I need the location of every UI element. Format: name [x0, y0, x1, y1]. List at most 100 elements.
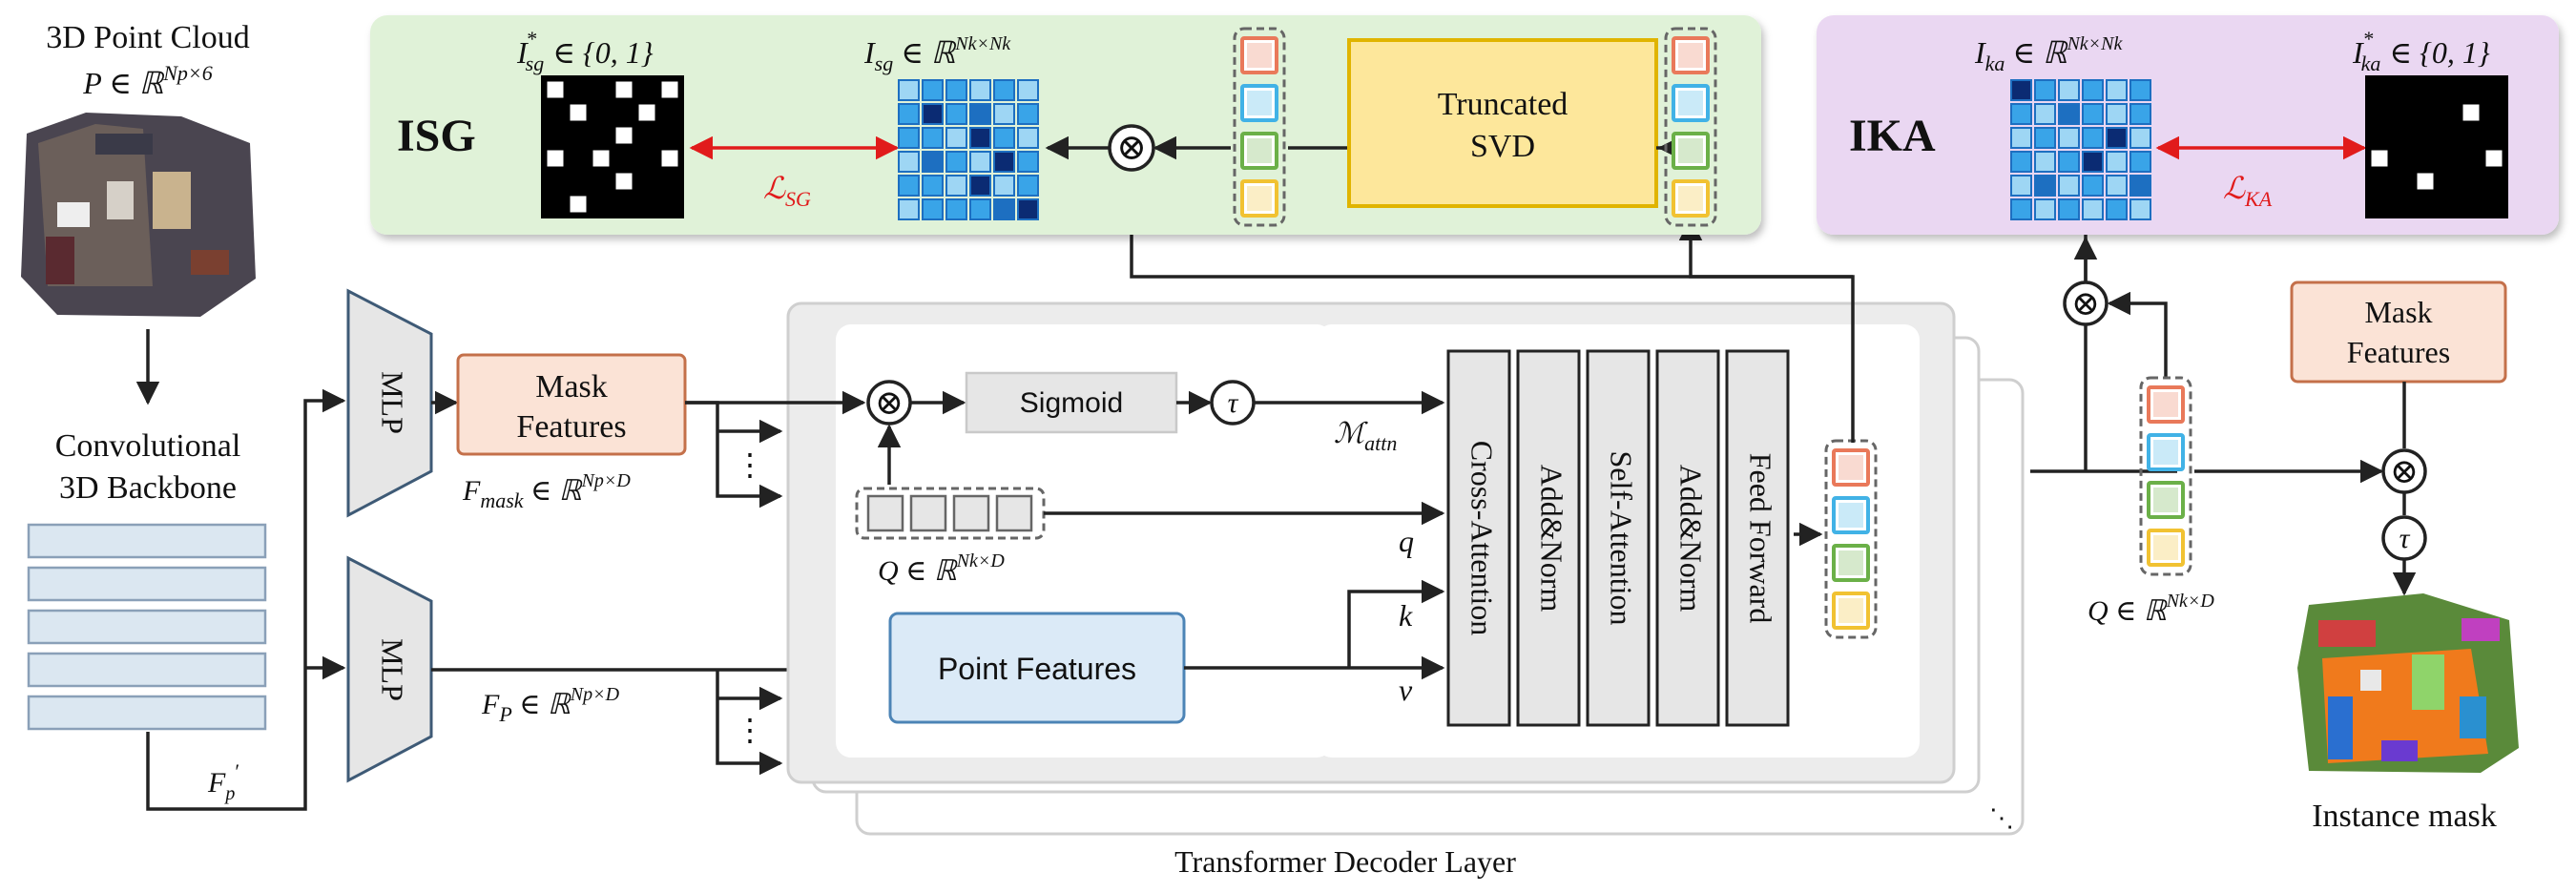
matrix-cell: [592, 103, 611, 122]
otimes-ika-symbol: ⊗: [2071, 284, 2100, 322]
matrix-cell: [660, 172, 679, 191]
decoder-block-rect: [1446, 349, 1511, 727]
query-token-fill: [1839, 550, 1863, 575]
matrix-cell: [614, 172, 634, 191]
matrix-cell: [945, 127, 967, 149]
mlp-bottom-label: MLP: [376, 638, 410, 701]
matrix-cell: [592, 149, 611, 168]
decoder-block-label: Add&Norm: [1674, 465, 1709, 613]
matrix-cell: [614, 149, 634, 168]
decoder-block-label: Self-Attention: [1605, 450, 1639, 625]
isg-similarity-matrix: [898, 79, 1039, 220]
matrix-cell: [2010, 175, 2032, 197]
matrix-cell: [2129, 175, 2151, 197]
matrix-cell: [637, 126, 656, 145]
svd-line2: SVD: [1470, 129, 1535, 164]
fork-bottom-ellipsis: ⋮: [735, 713, 765, 747]
decoder-caption: Transformer Decoder Layer: [1174, 844, 1516, 879]
matrix-cell: [969, 79, 991, 101]
query-token: [1240, 84, 1278, 122]
query-token-fill: [1247, 138, 1272, 163]
point-features-to-k-arrow: [1347, 579, 1445, 668]
matrix-cell: [2106, 175, 2128, 197]
matrix-cell: [2370, 103, 2389, 122]
matrix-cell: [2034, 103, 2056, 125]
matrix-cell: [898, 127, 920, 149]
matrix-cell: [2439, 195, 2458, 214]
matrix-cell: [2010, 103, 2032, 125]
matrix-cell: [2058, 79, 2080, 101]
matrix-cell: [2034, 79, 2056, 101]
query-token: [1240, 132, 1278, 170]
input-column: 3D Point Cloud P ∈ ℝNp×6 Convolutional 3…: [21, 20, 346, 811]
ika-binary-label: Ika* ∈ {0, 1}: [2352, 27, 2490, 75]
matrix-cell: [2010, 151, 2032, 173]
query-token: [1672, 36, 1710, 74]
output-query-math: Q ∈ ℝNk×D: [2088, 591, 2214, 627]
q-label: q: [1399, 524, 1414, 558]
ika-binary-matrix: [2365, 75, 2508, 218]
matrix-cell: [2058, 127, 2080, 149]
instance-mask-label: Instance mask: [2312, 799, 2497, 834]
matrix-cell: [569, 80, 588, 99]
matrix-cell: [546, 103, 565, 122]
decoder-block-label: Add&Norm: [1535, 465, 1569, 613]
fork-top-ellipsis: ⋮: [735, 447, 765, 482]
ka-loss-label: ℒKA: [2223, 171, 2273, 211]
matrix-cell: [592, 172, 611, 191]
matrix-cell: [2370, 149, 2389, 168]
truncated-svd-box: Truncated SVD: [1347, 38, 1658, 208]
query-token-fill: [1839, 455, 1863, 480]
matrix-cell: [2370, 80, 2389, 99]
query-token-fill: [1247, 186, 1272, 211]
matrix-cell: [637, 195, 656, 214]
matrix-cell: [898, 175, 920, 197]
matrix-cell: [1017, 151, 1039, 173]
matrix-cell: [2393, 195, 2412, 214]
sigmoid-box: Sigmoid: [965, 371, 1178, 434]
matrix-cell: [2058, 198, 2080, 220]
matrix-cell: [945, 79, 967, 101]
matrix-cell: [2106, 103, 2128, 125]
backbone-to-mlp-top-arrow: [146, 388, 346, 811]
matrix-cell: [1017, 79, 1039, 101]
matrix-cell: [969, 151, 991, 173]
query-token-fill: [2153, 440, 2178, 465]
k-label: k: [1399, 598, 1413, 633]
query-token: [1832, 544, 1870, 582]
isg-sim-label: Isg ∈ ℝNk×Nk: [863, 33, 1011, 75]
queries-to-svd-arrow: [1678, 217, 1853, 279]
matrix-cell: [2082, 151, 2104, 173]
mlp-bottom: MLP: [346, 555, 433, 783]
matrix-cell: [546, 149, 565, 168]
matrix-cell: [660, 149, 679, 168]
query-stack-frame: [2139, 376, 2192, 576]
fork-bottom: [716, 670, 783, 776]
tau-output: τ: [2381, 515, 2427, 561]
mask-features-rect: [456, 353, 687, 456]
matrix-cell: [637, 80, 656, 99]
matrix-cell: [2462, 126, 2481, 145]
matrix-cell: [2034, 198, 2056, 220]
matrix-cell: [2034, 127, 2056, 149]
matrix-cell: [2462, 172, 2481, 191]
matrix-cell: [2416, 172, 2435, 191]
query-token-fill: [2153, 488, 2178, 512]
query-token-fill: [1678, 186, 1703, 211]
matrix-cell: [569, 149, 588, 168]
point-cloud-title: 3D Point Cloud: [46, 20, 249, 55]
matrix-cell: [2082, 175, 2104, 197]
matrix-cell: [969, 175, 991, 197]
matrix-cell: [2484, 172, 2503, 191]
ika-sim-label: Ika ∈ ℝNk×Nk: [1974, 33, 2124, 75]
query-token: [1240, 36, 1278, 74]
matrix-cell: [546, 126, 565, 145]
matrix-cell: [993, 127, 1015, 149]
matrix-cell: [2462, 80, 2481, 99]
query-token-fill: [1839, 503, 1863, 528]
matrix-cell: [2129, 151, 2151, 173]
mlp-top-label: MLP: [376, 371, 410, 434]
mask-features-line1: Mask: [535, 369, 608, 405]
